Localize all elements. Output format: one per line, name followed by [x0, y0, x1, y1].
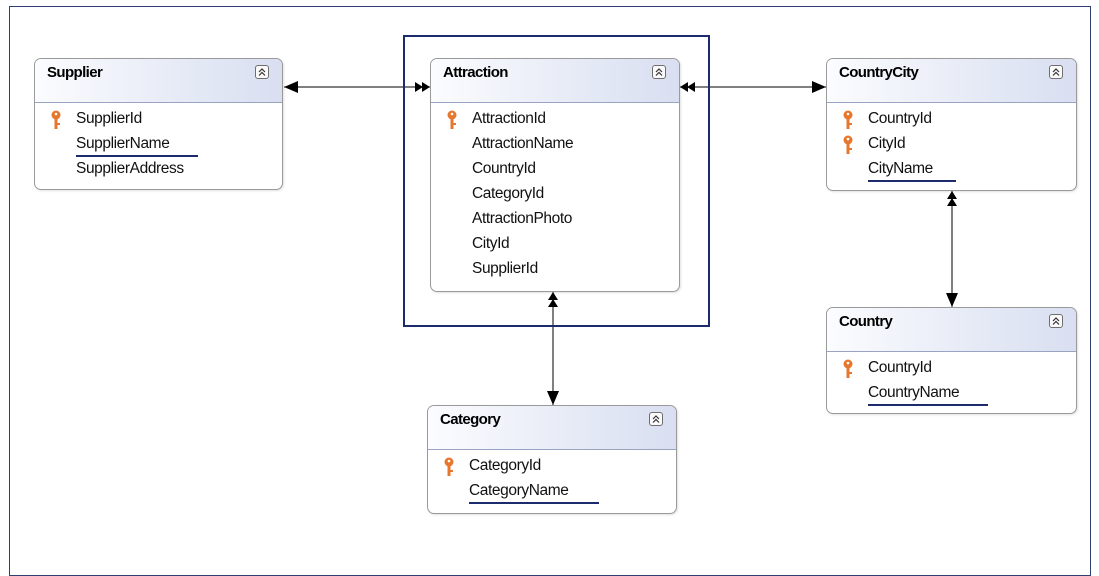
attribute-name: SupplierId [76, 110, 142, 127]
relationship-connectors [284, 81, 958, 405]
key-icon [51, 110, 61, 129]
attribute-row[interactable]: SupplierId [35, 109, 282, 134]
attribute-name: CategoryName [469, 482, 569, 499]
arrow-many-countrycity-a [947, 191, 957, 199]
attribute-row[interactable]: CountryId [827, 358, 1076, 383]
key-icon [843, 110, 853, 129]
attribute-name: CityId [472, 235, 510, 252]
attribute-row[interactable]: CountryName [827, 383, 1076, 408]
entity-title: CountryCity [839, 64, 919, 81]
entity-title: Category [440, 411, 501, 428]
attribute-name: SupplierAddress [76, 160, 184, 177]
entity-country[interactable]: Country CountryId CountryName [826, 307, 1077, 414]
entity-header[interactable]: Attraction [431, 59, 679, 103]
arrow-one-countrycity [812, 81, 826, 93]
attribute-row[interactable]: CountryId [827, 109, 1076, 134]
arrow-many-attraction-a [415, 82, 423, 92]
attribute-row[interactable]: CityId [827, 134, 1076, 159]
attribute-name: CityName [868, 160, 933, 177]
attribute-row[interactable]: SupplierName [35, 134, 282, 159]
entity-title: Attraction [443, 64, 508, 81]
entity-header[interactable]: CountryCity [827, 59, 1076, 103]
arrow-many-attraction-c [680, 82, 688, 92]
attribute-list: CountryId CountryName [827, 352, 1076, 408]
entity-title: Country [839, 313, 893, 330]
attribute-row[interactable]: CountryId [431, 159, 679, 184]
attribute-row[interactable]: AttractionPhoto [431, 209, 679, 234]
description-underline [76, 155, 198, 157]
entity-header[interactable]: Country [827, 308, 1076, 352]
description-underline [868, 180, 956, 182]
double-chevron-up-icon[interactable] [1049, 314, 1063, 328]
key-icon [444, 457, 454, 476]
attribute-name: CategoryId [472, 185, 544, 202]
attribute-name: AttractionName [472, 135, 574, 152]
entity-header[interactable]: Category [428, 406, 676, 450]
arrow-one-country [946, 293, 958, 307]
key-icon [843, 359, 853, 378]
attribute-name: SupplierName [76, 135, 170, 152]
arrow-many-countrycity-b [947, 198, 957, 206]
entity-header[interactable]: Supplier [35, 59, 282, 103]
arrow-many-attraction-b [422, 82, 430, 92]
attribute-row[interactable]: CityId [431, 234, 679, 259]
attribute-list: CountryId CityId CityName [827, 103, 1076, 184]
attribute-row[interactable]: SupplierId [431, 259, 679, 284]
double-chevron-up-icon[interactable] [652, 65, 666, 79]
attribute-list: CategoryId CategoryName [428, 450, 676, 506]
attribute-name: CategoryId [469, 457, 541, 474]
selection-rectangle [403, 35, 710, 327]
arrow-many-attraction-e [548, 292, 558, 300]
attribute-name: CountryId [868, 359, 932, 376]
attribute-row[interactable]: AttractionId [431, 109, 679, 134]
attribute-row[interactable]: CategoryName [428, 481, 676, 506]
entity-title: Supplier [47, 64, 103, 81]
attribute-name: AttractionId [472, 110, 546, 127]
attribute-row[interactable]: AttractionName [431, 134, 679, 159]
entity-countrycity[interactable]: CountryCity CountryId CityId CityName [826, 58, 1077, 191]
key-icon [843, 135, 853, 154]
attribute-row[interactable]: CityName [827, 159, 1076, 184]
description-underline [469, 502, 599, 504]
double-chevron-up-icon[interactable] [255, 65, 269, 79]
attribute-row[interactable]: CategoryId [431, 184, 679, 209]
attribute-row[interactable]: CategoryId [428, 456, 676, 481]
attribute-list: SupplierId SupplierName SupplierAddress [35, 103, 282, 184]
entity-attraction[interactable]: Attraction AttractionId AttractionName C… [430, 58, 680, 292]
attribute-list: AttractionId AttractionName CountryId Ca… [431, 103, 679, 284]
attribute-name: CityId [868, 135, 906, 152]
arrow-many-attraction-d [687, 82, 695, 92]
attribute-name: CountryId [868, 110, 932, 127]
attribute-row[interactable]: SupplierAddress [35, 159, 282, 184]
double-chevron-up-icon[interactable] [649, 412, 663, 426]
entity-supplier[interactable]: Supplier SupplierId SupplierName Supplie… [34, 58, 283, 190]
arrow-one-supplier [284, 81, 298, 93]
key-icon [447, 110, 457, 129]
description-underline [868, 404, 988, 406]
entity-category[interactable]: Category CategoryId CategoryName [427, 405, 677, 514]
double-chevron-up-icon[interactable] [1049, 65, 1063, 79]
attribute-name: SupplierId [472, 260, 538, 277]
arrow-many-attraction-f [548, 299, 558, 307]
attribute-name: AttractionPhoto [472, 210, 572, 227]
arrow-one-category [547, 391, 559, 405]
attribute-name: CountryId [472, 160, 536, 177]
attribute-name: CountryName [868, 384, 960, 401]
